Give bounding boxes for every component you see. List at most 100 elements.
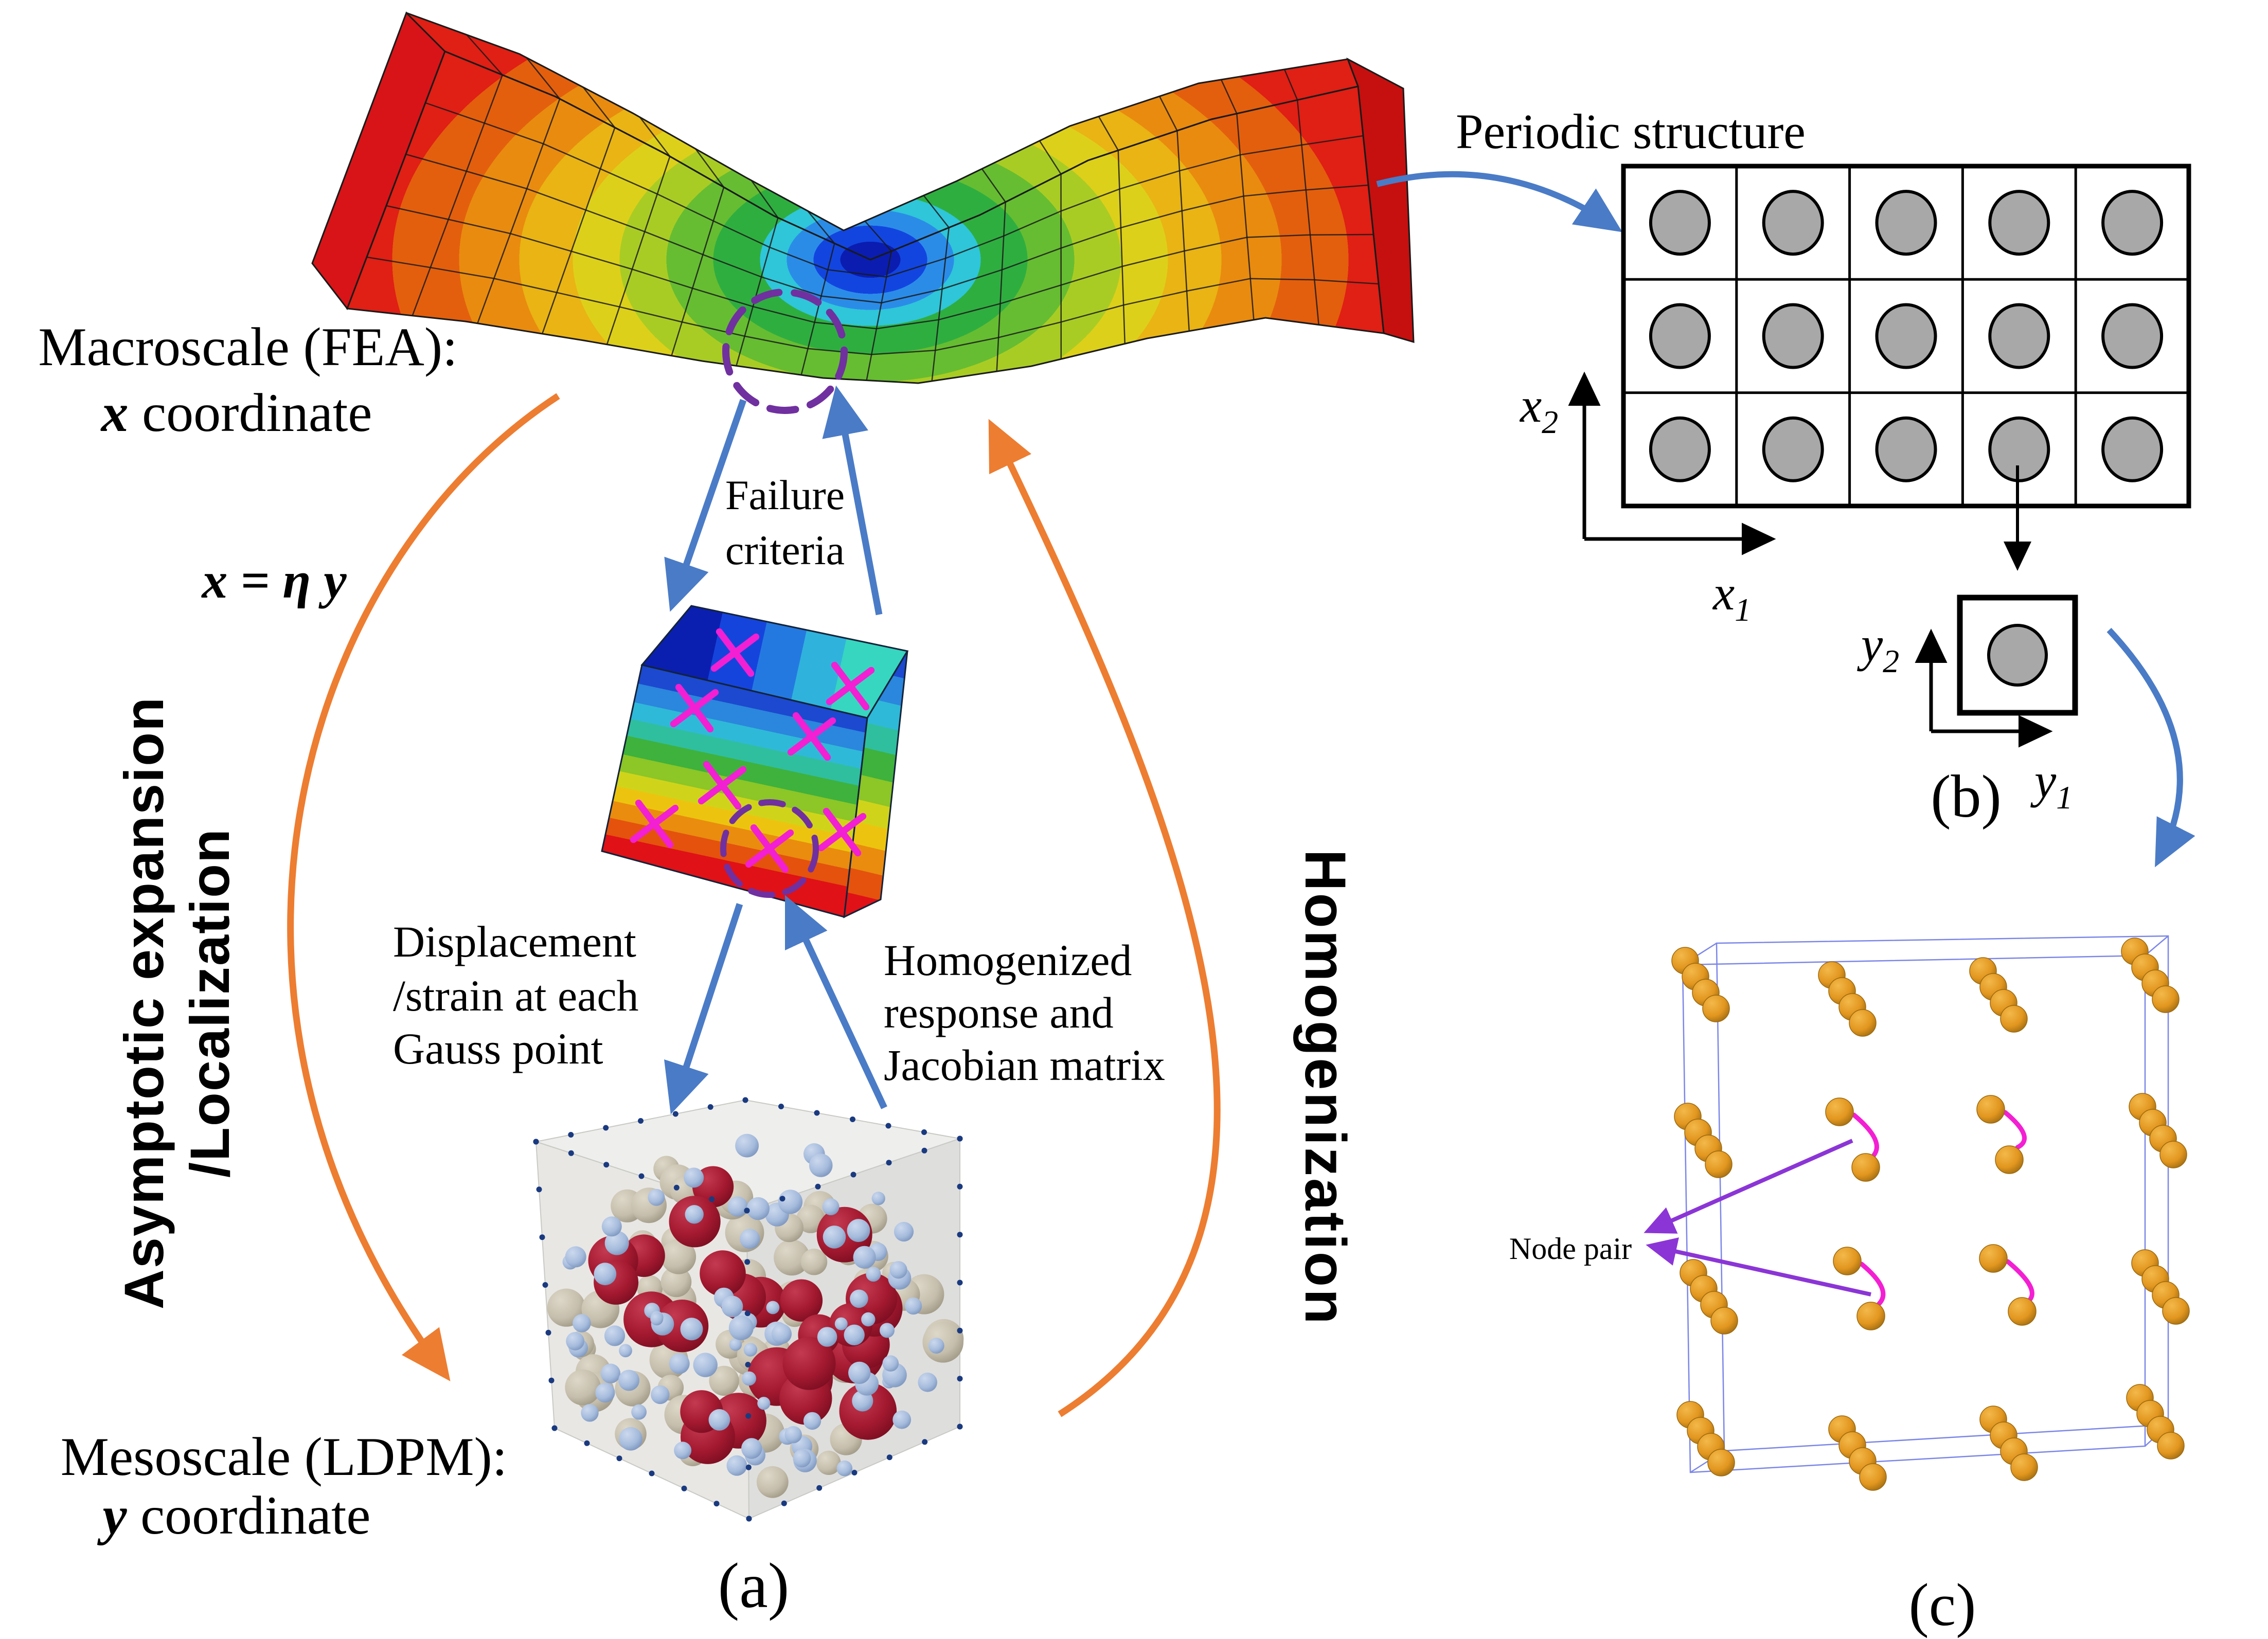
ldpm-edge-node-dot <box>616 1455 622 1462</box>
node-pair-sphere <box>1825 1097 1854 1126</box>
ldpm-edge-node-dot <box>568 1150 574 1156</box>
ldpm-edge-node-dot <box>922 1439 928 1445</box>
ldpm-sphere-blue <box>601 1216 622 1237</box>
svg-text:Homogenization: Homogenization <box>1293 849 1358 1326</box>
asymptotic-expansion-line2: /Localization <box>178 828 241 1178</box>
unit-cell-inclusion-circle <box>1987 624 2048 687</box>
beam-mesh-line <box>1220 79 1255 320</box>
wireframe-connector-edge <box>2145 935 2169 956</box>
x2-axis-label: x2 <box>1519 378 1558 440</box>
ldpm-sphere-blue <box>847 1219 870 1242</box>
ldpm-sphere-tan <box>816 1450 841 1475</box>
arrow-meso-cube-to-ldpm <box>664 903 743 1114</box>
ldpm-sphere-blue <box>822 1198 840 1216</box>
grid-inclusion-circle <box>1875 190 1937 256</box>
ldpm-sphere-blue <box>631 1404 647 1420</box>
ldpm-sphere-blue <box>680 1318 703 1341</box>
ldpm-edge-node-dot <box>779 1196 785 1202</box>
beam-mesh-line <box>541 86 616 334</box>
ldpm-sphere-blue <box>746 1197 770 1220</box>
ldpm-sphere-blue <box>778 1190 803 1214</box>
ldpm-sphere-tan <box>774 1239 810 1276</box>
ldpm-sphere-blue <box>836 1460 853 1476</box>
gauss-x-mark <box>630 799 679 849</box>
ldpm-sphere-blue <box>817 1327 837 1347</box>
beam-mesh-line <box>425 102 1364 278</box>
ldpm-sphere-blue <box>757 1397 771 1410</box>
beam-mesh-line <box>864 221 892 381</box>
ldpm-edge-node-dot <box>672 1111 678 1117</box>
ldpm-edge-node-dot <box>536 1186 542 1193</box>
ldpm-sphere-blue <box>823 1226 846 1249</box>
ldpm-edge-node-dot <box>539 1234 545 1240</box>
ldpm-sphere-blue <box>928 1338 944 1354</box>
grid-inclusion-circle <box>1988 190 2050 256</box>
arrow-homogenization <box>988 419 1221 1417</box>
ldpm-sphere-blue <box>740 1229 760 1249</box>
ldpm-sphere-blue <box>882 1355 899 1372</box>
ldpm-sphere-blue <box>604 1325 626 1346</box>
jacobian-label-line3: Jacobian matrix <box>884 1040 1165 1090</box>
ldpm-edge-node-dot <box>957 1232 963 1238</box>
ldpm-edge-node-dot <box>745 1362 751 1367</box>
ldpm-sphere-blue <box>721 1295 743 1318</box>
boundary-node-sphere <box>1859 1463 1887 1491</box>
ldpm-edge-node-dot <box>745 1413 752 1419</box>
x1-axis-label: x1 <box>1712 566 1751 628</box>
ldpm-edge-node-dot <box>603 1162 610 1168</box>
node-pair-arc <box>2005 1259 2034 1302</box>
beam-mesh-line <box>1039 140 1062 359</box>
beam-mesh-line <box>405 153 1369 304</box>
ldpm-edge-node-dot <box>584 1440 590 1446</box>
panel-a-tag: (a) <box>718 1551 790 1622</box>
boundary-node-sphere <box>1705 1150 1733 1178</box>
jacobian-label-line2: response and <box>884 988 1114 1037</box>
ldpm-sphere-blue <box>742 1371 756 1386</box>
beam-mesh-line <box>386 205 1374 330</box>
ldpm-sphere-blue <box>650 1312 664 1326</box>
beam-mesh-line <box>981 168 1006 372</box>
ldpm-sphere-blue <box>595 1383 615 1403</box>
node-pair-arc <box>2003 1110 2027 1150</box>
ldpm-sphere-blue <box>861 1312 876 1327</box>
ldpm-sphere-blue <box>669 1353 690 1374</box>
gauss-x-mark <box>670 683 719 733</box>
interior-node-pairs <box>1825 1095 2037 1330</box>
gauss-x-mark <box>817 807 867 857</box>
beam-mesh-line <box>1158 96 1190 331</box>
ldpm-sphere-blue <box>905 1297 922 1315</box>
ldpm-sphere-blue <box>880 1323 895 1338</box>
critical-region-dashed-circle <box>722 289 848 414</box>
ldpm-sphere-blue <box>684 1167 704 1188</box>
ldpm-sphere-blue <box>784 1426 802 1444</box>
ldpm-edge-node-dot <box>638 1173 645 1179</box>
asymptotic-expansion-line1: Asymptotic expansion <box>113 696 175 1309</box>
ldpm-sphere-blue <box>889 1261 907 1279</box>
gauss-point-x-marks <box>630 628 875 873</box>
node-pair-arc <box>1851 1112 1879 1158</box>
ldpm-edge-node-dot <box>816 1485 823 1491</box>
gauss-x-mark <box>698 761 747 810</box>
wireframe-front-face <box>1682 954 2146 1473</box>
ldpm-edge-node-dot <box>713 1501 720 1507</box>
node-pair-leader-arrow-2 <box>1646 1237 1871 1296</box>
ldpm-edge-node-dot <box>778 1104 784 1109</box>
node-pair-arc <box>1859 1262 1886 1306</box>
meso-element-cube <box>601 605 909 918</box>
ldpm-sphere-red <box>780 1279 823 1322</box>
ldpm-edge-node-dot <box>568 1132 574 1138</box>
ldpm-edge-node-dot <box>851 1470 858 1475</box>
ldpm-sphere-blue <box>728 1316 754 1340</box>
ldpm-edge-node-dot <box>850 1172 856 1178</box>
x-axes: x2 x1 <box>1519 371 1776 628</box>
gauss-label-line1: Displacement <box>393 917 636 966</box>
mesoscale-ldpm-cube <box>533 1097 964 1522</box>
selected-gauss-point-dashed-circle <box>720 799 819 898</box>
panel-c-tag: (c) <box>1909 1571 1976 1638</box>
ldpm-sphere-red <box>700 1250 746 1296</box>
beam-mesh-line <box>412 34 504 316</box>
periodic-structure-grid <box>1621 164 2191 509</box>
gauss-x-mark <box>710 628 760 677</box>
ldpm-edge-node-dot <box>814 1110 820 1116</box>
